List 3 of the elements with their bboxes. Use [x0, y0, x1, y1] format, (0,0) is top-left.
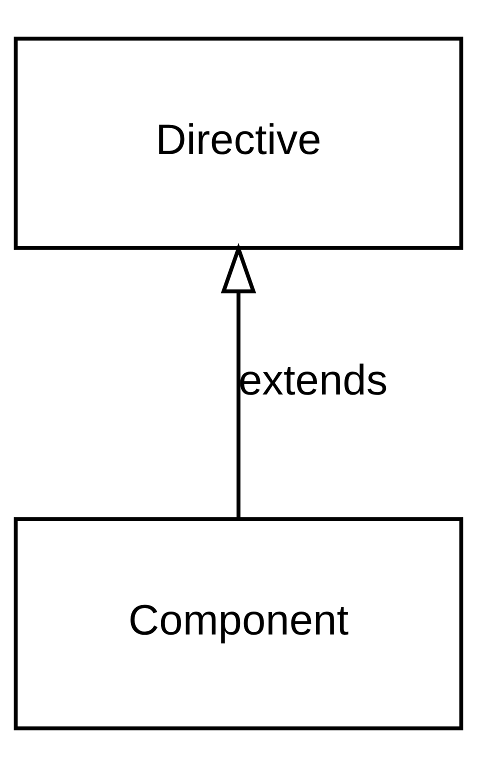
node-box: Directive [14, 36, 464, 250]
node-box: Component [14, 517, 464, 730]
arrow [220, 242, 256, 519]
